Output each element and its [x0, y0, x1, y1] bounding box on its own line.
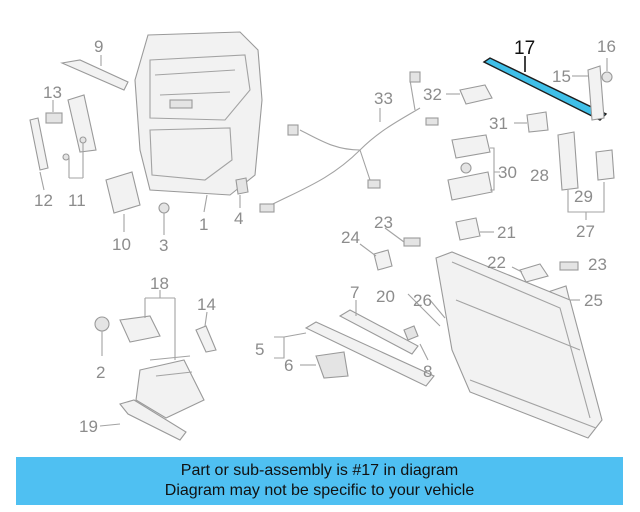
handle-assembly-18[interactable] [119, 290, 205, 419]
door-trim-strip[interactable] [60, 59, 129, 91]
clip-4[interactable] [235, 177, 249, 208]
callout-7: 7 [350, 283, 359, 302]
callout-5: 5 [255, 340, 264, 359]
pillar-trim-left[interactable] [29, 117, 49, 171]
callout-25: 25 [584, 291, 603, 310]
bezel-19[interactable] [119, 399, 187, 441]
clip-13[interactable] [45, 112, 63, 124]
bracket-21[interactable] [455, 217, 481, 241]
callout-18: 18 [150, 274, 169, 293]
sill-strip-5[interactable] [304, 321, 435, 387]
switch-31[interactable] [526, 111, 549, 133]
callout-10: 10 [112, 235, 131, 254]
callout-1: 1 [199, 215, 208, 234]
callout-3: 3 [159, 236, 168, 255]
callout-16: 16 [597, 37, 616, 56]
callout-24: 24 [341, 228, 360, 247]
bracket-group-30[interactable] [447, 134, 500, 201]
strip-7[interactable] [338, 309, 419, 355]
callout-4: 4 [234, 209, 243, 228]
callout-26: 26 [413, 291, 432, 310]
pillar-trim-right[interactable] [67, 94, 97, 153]
clip-16[interactable] [601, 71, 613, 83]
callout-2: 2 [96, 363, 105, 382]
callout-19: 19 [79, 417, 98, 436]
callout-12: 12 [34, 191, 53, 210]
callout-14: 14 [197, 295, 216, 314]
callout-20: 20 [376, 287, 395, 306]
callout-15: 15 [552, 67, 571, 86]
info-banner: Part or sub-assembly is #17 in diagram D… [16, 457, 623, 505]
callout-22: 22 [487, 253, 506, 272]
trim-cap-15[interactable] [587, 65, 605, 121]
screws-11[interactable] [62, 136, 87, 179]
callout-30: 30 [498, 163, 517, 182]
clip-24[interactable] [373, 249, 393, 271]
callout-23-upper: 23 [374, 213, 393, 232]
callout-33: 33 [374, 89, 393, 108]
callout-28: 28 [530, 166, 549, 185]
callout-31: 31 [489, 114, 508, 133]
door-trim-panel[interactable] [134, 31, 263, 196]
callout-23-lower: 23 [588, 255, 607, 274]
callout-29: 29 [574, 187, 593, 206]
speaker-grille[interactable] [105, 171, 141, 214]
callout-17: 17 [514, 38, 535, 59]
callout-8: 8 [423, 362, 432, 381]
sunshade-26[interactable] [407, 251, 603, 439]
switch-32[interactable] [446, 84, 493, 105]
parts-diagram: 9 13 12 11 10 3 1 4 33 32 17 15 16 31 30… [29, 31, 616, 441]
banner-line-1: Part or sub-assembly is #17 in diagram [180, 462, 459, 479]
clip-23-upper[interactable] [403, 237, 421, 247]
callout-6: 6 [284, 356, 293, 375]
weatherstrip-17[interactable] [482, 56, 608, 121]
handle-22[interactable] [519, 263, 549, 283]
callout-11: 11 [68, 191, 86, 210]
clip-2[interactable] [94, 316, 110, 356]
wiring-harness[interactable] [259, 71, 439, 213]
callout-21: 21 [497, 223, 516, 242]
clip-6[interactable] [315, 351, 349, 379]
latch-29[interactable] [557, 131, 615, 220]
callout-27: 27 [576, 222, 595, 241]
callout-9: 9 [94, 37, 103, 56]
clip-23-lower[interactable] [559, 261, 579, 271]
trim-clip-14[interactable] [195, 325, 217, 353]
banner-line-2: Diagram may not be specific to your vehi… [164, 482, 475, 499]
callout-32: 32 [423, 85, 442, 104]
fastener-3[interactable] [158, 202, 170, 235]
clip-8[interactable] [403, 325, 419, 341]
callout-13: 13 [43, 83, 62, 102]
